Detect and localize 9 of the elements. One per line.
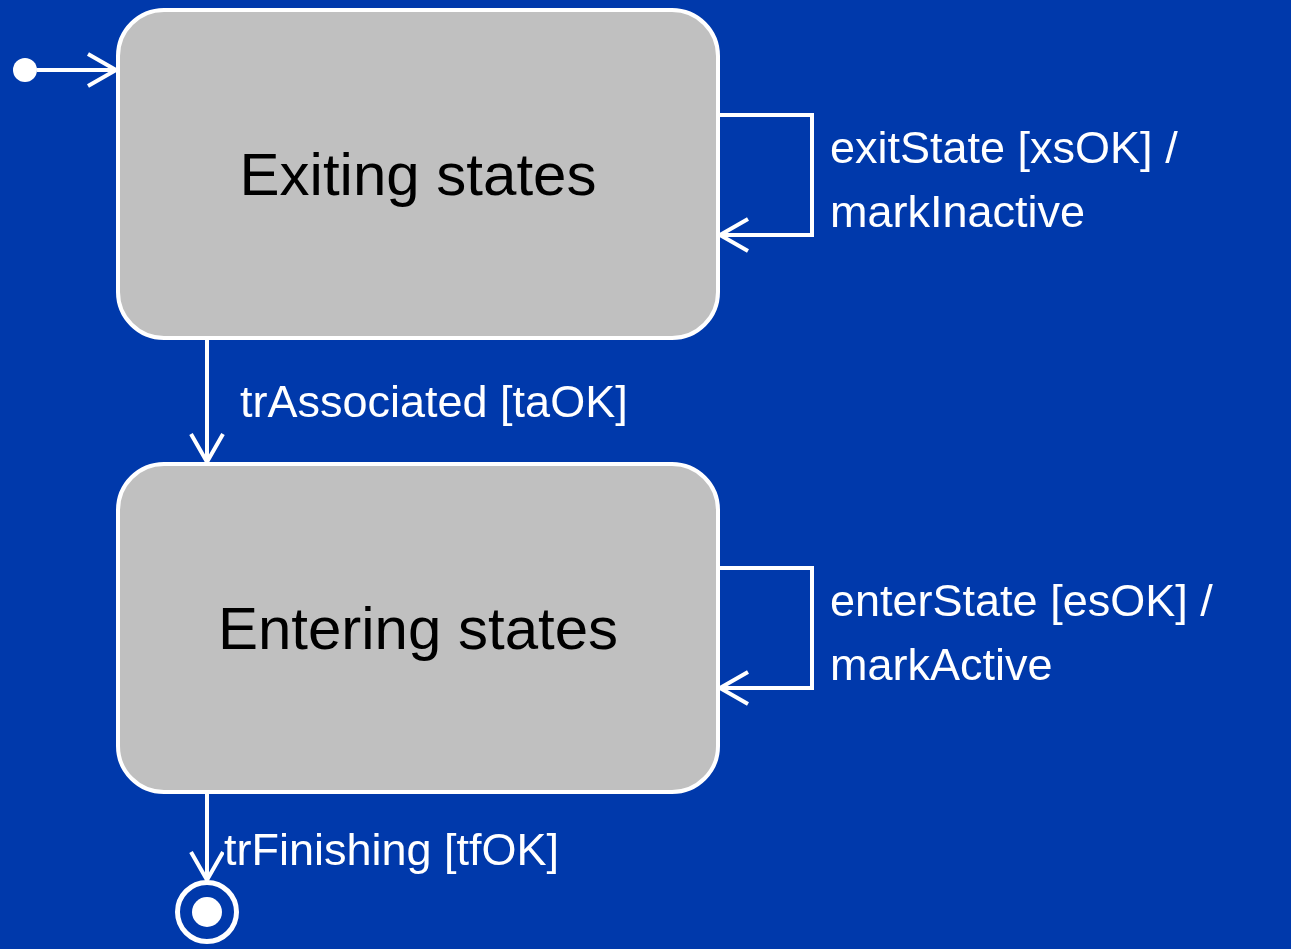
state-name: Exiting states <box>239 139 597 210</box>
transition-arrow <box>718 113 814 253</box>
transition-arrow <box>189 340 225 464</box>
state-box <box>116 462 720 794</box>
transition-arrow <box>37 52 118 88</box>
transition-arrow <box>718 566 814 706</box>
state-name: Entering states <box>217 593 619 664</box>
state-box <box>116 8 720 340</box>
transition-arrow <box>189 794 225 882</box>
